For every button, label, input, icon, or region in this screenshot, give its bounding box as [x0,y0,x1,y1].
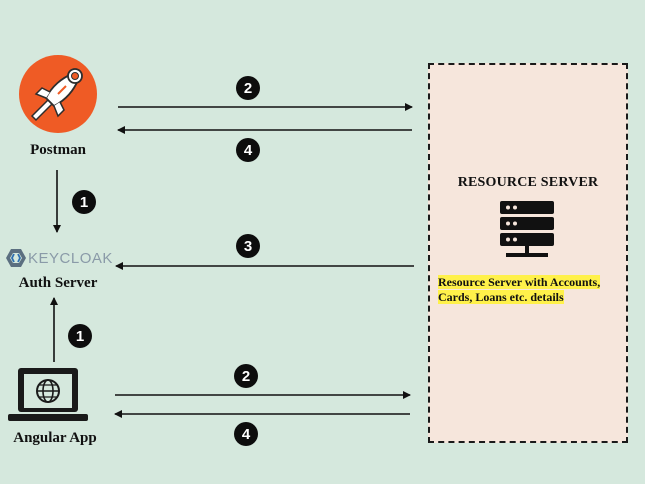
auth-server-label: Auth Server [18,275,98,291]
postman-logo-icon [19,55,97,133]
step-badge-resource-to-angular: 4 [234,422,258,446]
keycloak-logo: KEYCLOAK [6,248,113,268]
step-badge-resource-to-auth: 3 [236,234,260,258]
keycloak-icon [6,249,26,267]
step-badge-angular-to-auth: 1 [68,324,92,348]
step-badge-angular-to-resource: 2 [234,364,258,388]
step-badge-postman-to-auth: 1 [72,190,96,214]
angular-app-label: Angular App [13,430,97,446]
resource-server-description: Resource Server with Accounts, Cards, Lo… [438,275,626,305]
keycloak-logo-text: KEYCLOAK [28,249,113,267]
step-badge-resource-to-postman: 4 [236,138,260,162]
step-badge-postman-to-resource: 2 [236,76,260,100]
resource-server-title: RESOURCE SERVER [457,175,599,190]
resource-server-description-text: Resource Server with Accounts, Cards, Lo… [438,275,601,304]
resource-server-box: RESOURCE SERVER Resource Server with Acc… [428,63,628,443]
postman-label: Postman [30,142,86,158]
postman-node [18,54,98,134]
server-stack-icon [500,201,554,259]
laptop-icon [6,366,90,426]
